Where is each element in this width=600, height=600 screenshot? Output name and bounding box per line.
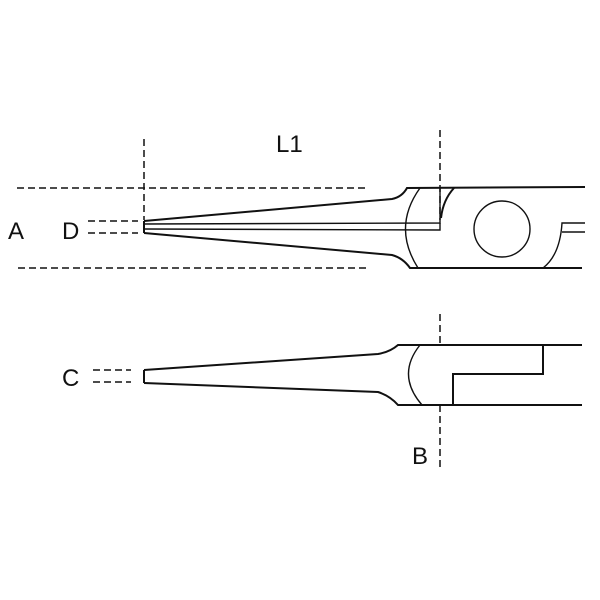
side-head-arc [407,344,423,406]
jaw-slit-lower [143,223,441,231]
label-l1: L1 [276,131,303,158]
top-view: L1 A D [8,130,586,269]
label-c: C [62,365,79,392]
pivot-circle [473,200,531,258]
side-view: C B [62,314,582,470]
label-d: D [62,218,79,245]
label-a: A [8,218,24,245]
side-lower-outline [143,382,582,406]
side-step-outline [452,345,544,405]
lower-jaw-outline [143,232,582,269]
jaw-slit-upper [143,187,441,225]
head-left-arc [404,187,421,269]
label-b: B [412,443,428,470]
side-upper-outline [143,344,582,371]
head-right-arc [440,187,455,219]
handle-upper-edge [542,222,585,269]
upper-jaw-outline [143,186,586,222]
